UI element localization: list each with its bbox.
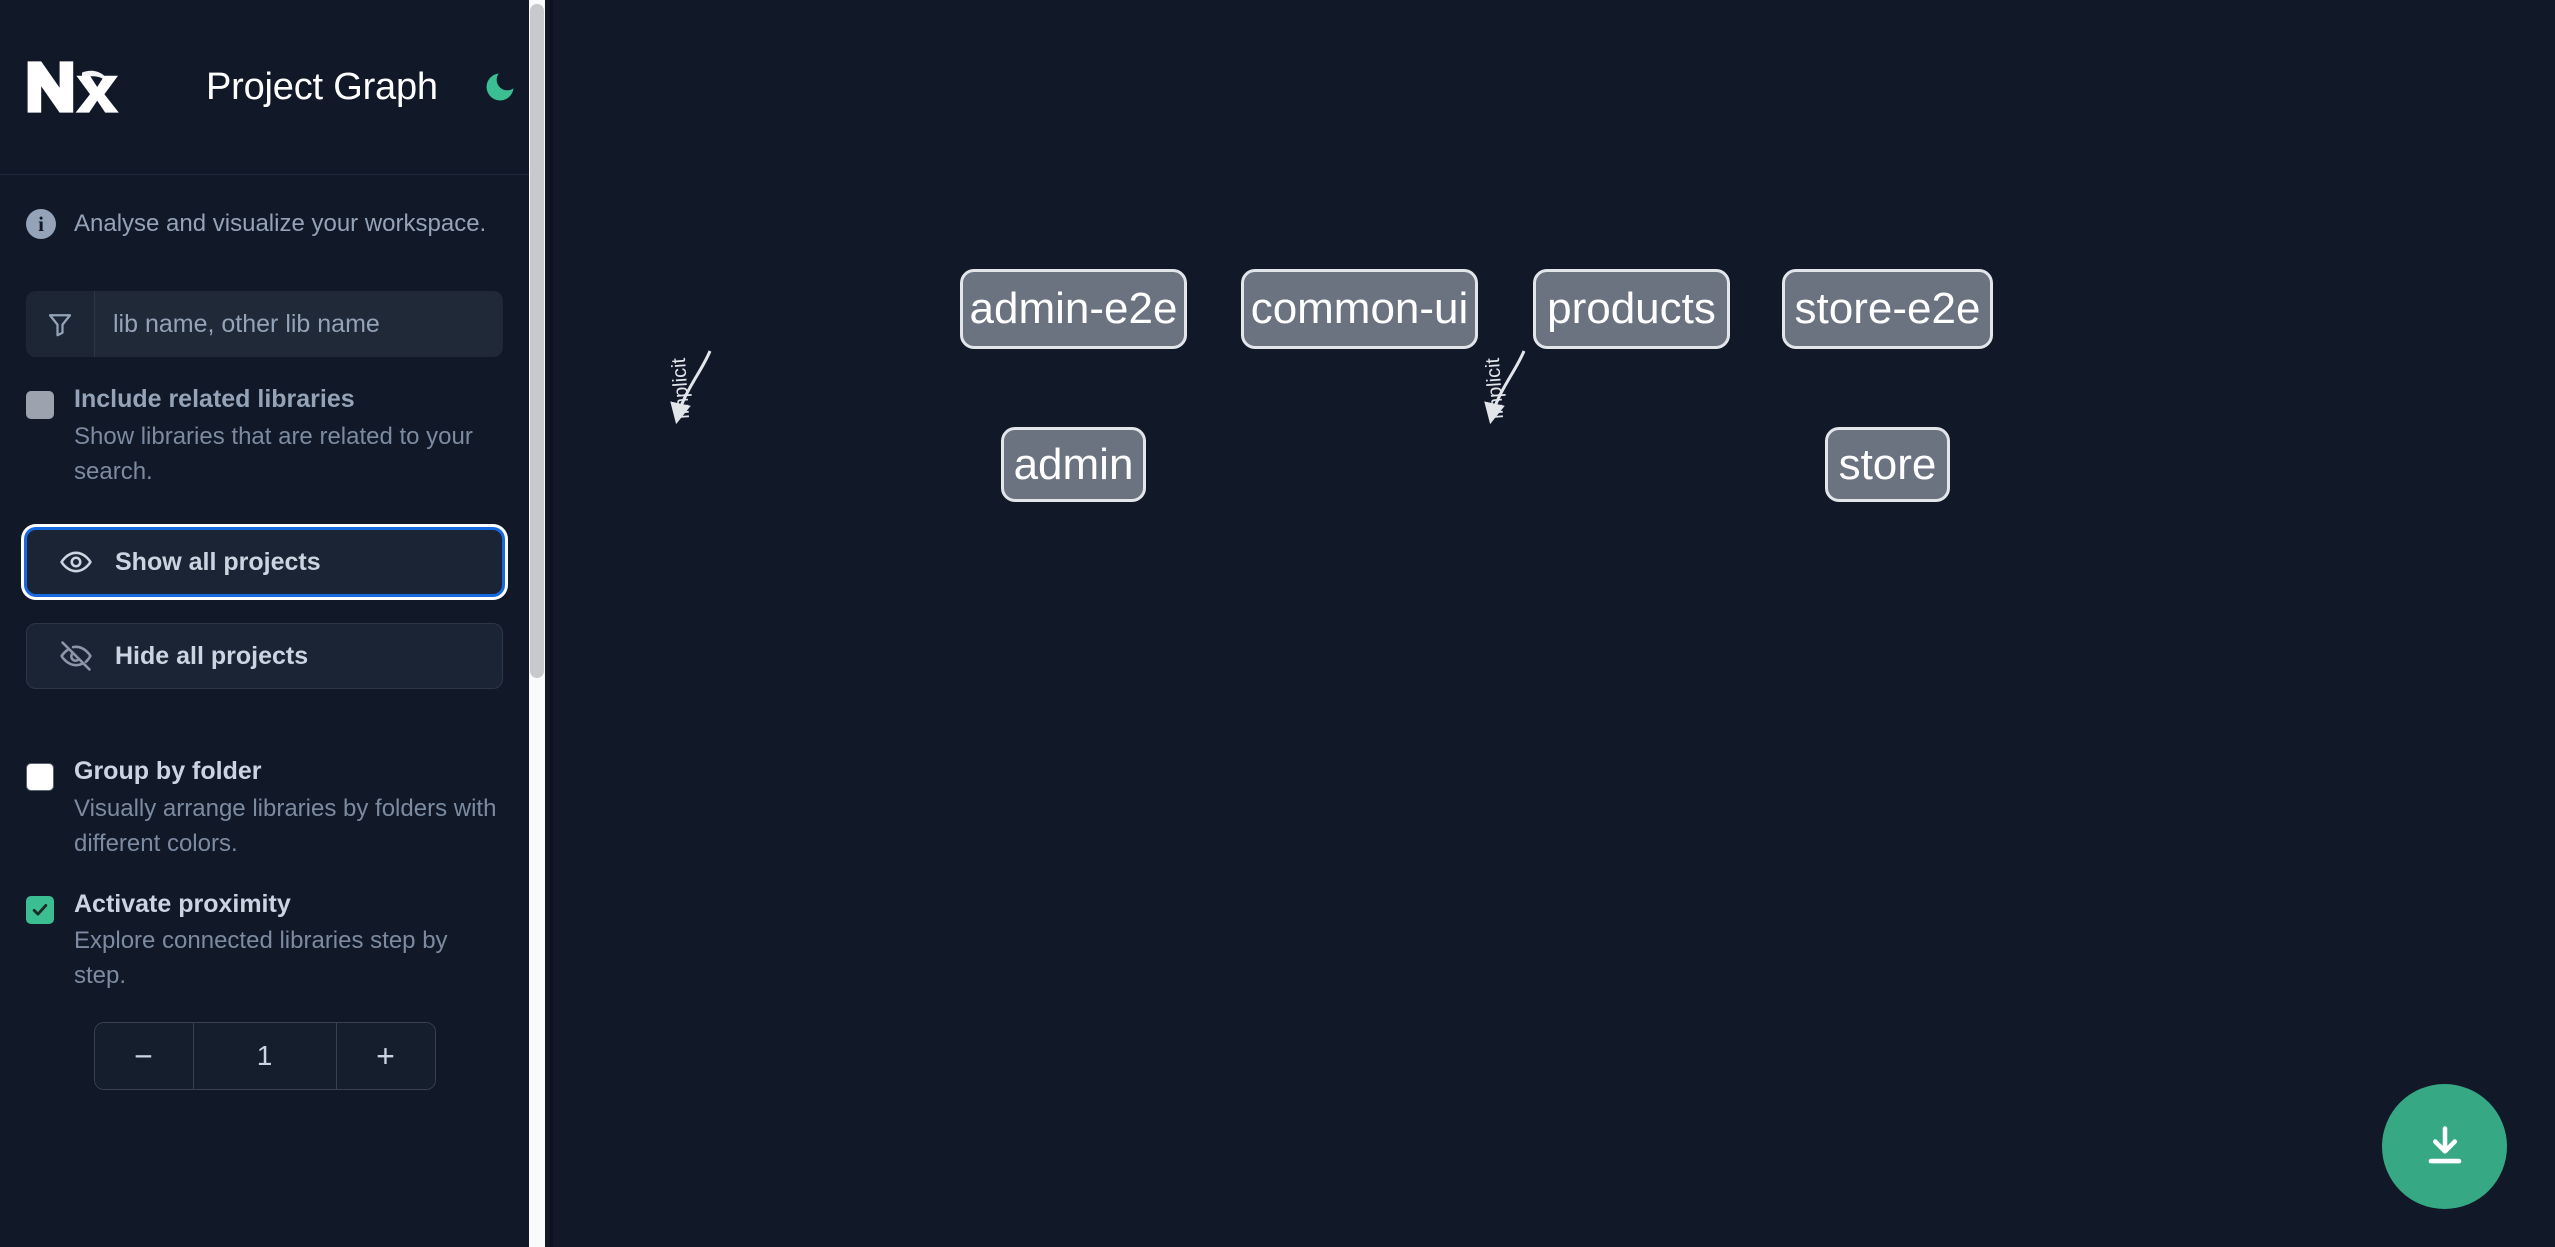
option-title: Group by folder [74,757,262,786]
graph-node-store[interactable]: store [1825,427,1950,502]
workspace-info: i Analyse and visualize your workspace. [0,175,529,273]
option-group-by-folder[interactable]: Group by folder Visually arrange librari… [26,757,503,861]
show-all-projects-label: Show all projects [115,547,321,576]
edge-label-implicit-store: implicit [1482,357,1508,420]
stepper-decrement-button[interactable]: − [94,1023,193,1090]
stepper-value: 1 [192,1023,337,1090]
graph-canvas[interactable]: implicit implicit admin-e2e common-ui pr… [553,0,2555,1247]
sidebar-panel: Include related libraries Show libraries… [0,291,529,1091]
search-input[interactable] [95,291,503,357]
sidebar: Project Graph i Analyse and visualize yo… [0,0,553,1247]
check-icon [32,903,48,916]
checkbox-checked-icon[interactable] [26,895,54,924]
option-description: Visually arrange libraries by folders wi… [74,795,497,857]
sidebar-scrollbar-thumb[interactable] [530,4,544,678]
option-title: Activate proximity [74,889,291,918]
graph-node-products[interactable]: products [1533,269,1730,349]
funnel-icon [26,291,95,357]
funnel-icon-glyph [48,314,72,337]
graph-node-common-ui[interactable]: common-ui [1241,269,1478,349]
option-activate-proximity[interactable]: Activate proximity Explore connected lib… [26,890,503,994]
hide-all-projects-label: Hide all projects [115,641,309,670]
download-graph-button[interactable] [2382,1084,2507,1209]
option-include-related-libraries[interactable]: Include related libraries Show libraries… [26,385,503,489]
option-text: Group by folder Visually arrange librari… [74,757,503,861]
graph-node-admin[interactable]: admin [1001,427,1146,502]
moon-icon-glyph [486,73,514,101]
sidebar-header: Project Graph [0,0,529,175]
option-description: Explore connected libraries step by step… [74,927,448,990]
graph-edges: implicit implicit [668,350,1526,425]
checkbox-disabled-icon[interactable] [26,391,54,419]
stepper-increment-button[interactable]: + [336,1023,435,1090]
option-text: Activate proximity Explore connected lib… [74,890,503,994]
nx-logo [27,61,119,113]
option-description: Show libraries that are related to your … [74,422,473,485]
edge-store-e2e-store [1484,350,1526,425]
workspace-info-text: Analyse and visualize your workspace. [74,210,487,237]
option-title: Include related libraries [74,385,355,413]
graph-node-store-e2e[interactable]: store-e2e [1782,269,1993,349]
eye-off-icon [60,641,92,672]
proximity-stepper-wrap: − 1 + [26,1022,503,1091]
moon-icon[interactable] [478,65,522,109]
edge-label-implicit-admin: implicit [668,357,694,420]
eye-icon [60,551,92,573]
proximity-stepper: − 1 + [93,1022,436,1091]
hide-all-projects-button[interactable]: Hide all projects [26,623,503,690]
checkbox-unchecked-icon[interactable] [26,763,54,792]
download-icon [2428,1125,2461,1163]
option-text: Include related libraries Show libraries… [74,385,503,489]
filter-container [26,291,503,357]
info-icon: i [26,209,56,239]
sidebar-content: Project Graph i Analyse and visualize yo… [0,0,529,1247]
sidebar-scrollbar[interactable] [529,0,545,1247]
edge-admin-e2e-admin [670,350,712,425]
page-title: Project Graph [206,65,438,108]
show-all-projects-button[interactable]: Show all projects [26,529,503,596]
sidebar-divider [550,0,553,1247]
graph-node-admin-e2e[interactable]: admin-e2e [960,269,1187,349]
